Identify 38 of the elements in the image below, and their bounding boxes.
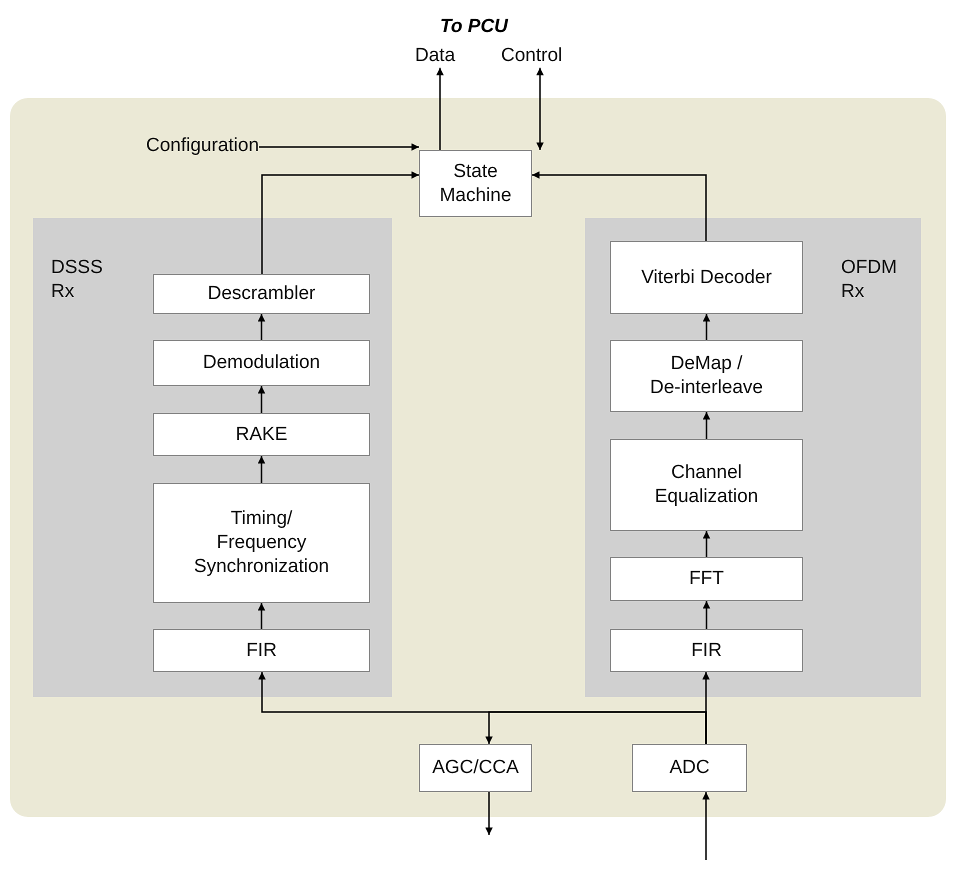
arrow	[485, 792, 493, 835]
process-box: RAKE	[153, 413, 370, 456]
arrow	[258, 386, 266, 413]
arrow	[258, 603, 266, 629]
arrow	[485, 711, 707, 744]
arrow	[532, 171, 707, 241]
arrow	[436, 68, 444, 150]
receiver-panel	[33, 218, 392, 697]
arrow	[258, 456, 266, 483]
process-box: FIR	[153, 629, 370, 672]
arrow	[702, 792, 710, 860]
process-box: AGC/CCA	[419, 744, 532, 792]
arrow	[259, 143, 419, 151]
process-box: Demodulation	[153, 340, 370, 386]
arrow	[702, 601, 710, 629]
signal-label: Configuration	[146, 135, 260, 158]
signal-label: Control	[501, 45, 562, 68]
signal-label: Data	[415, 45, 456, 68]
panel-title: DSSS Rx	[51, 256, 104, 304]
arrow	[536, 68, 544, 150]
panel-title: OFDM Rx	[841, 256, 898, 304]
arrow	[702, 531, 710, 557]
arrow	[702, 314, 710, 340]
process-box: Descrambler	[153, 274, 370, 314]
process-box: FFT	[610, 557, 803, 601]
chip-background	[10, 98, 946, 817]
process-box: FIR	[610, 629, 803, 672]
process-box: State Machine	[419, 150, 532, 217]
process-box: Timing/ Frequency Synchronization	[153, 483, 370, 603]
receiver-panel	[585, 218, 921, 697]
process-box: DeMap / De-interleave	[610, 340, 803, 412]
arrow	[258, 314, 266, 340]
annotation-label: To PCU	[440, 16, 508, 38]
process-box: ADC	[632, 744, 747, 792]
arrow	[702, 412, 710, 439]
process-box: Viterbi Decoder	[610, 241, 803, 314]
arrow	[261, 171, 419, 274]
process-box: Channel Equalization	[610, 439, 803, 531]
